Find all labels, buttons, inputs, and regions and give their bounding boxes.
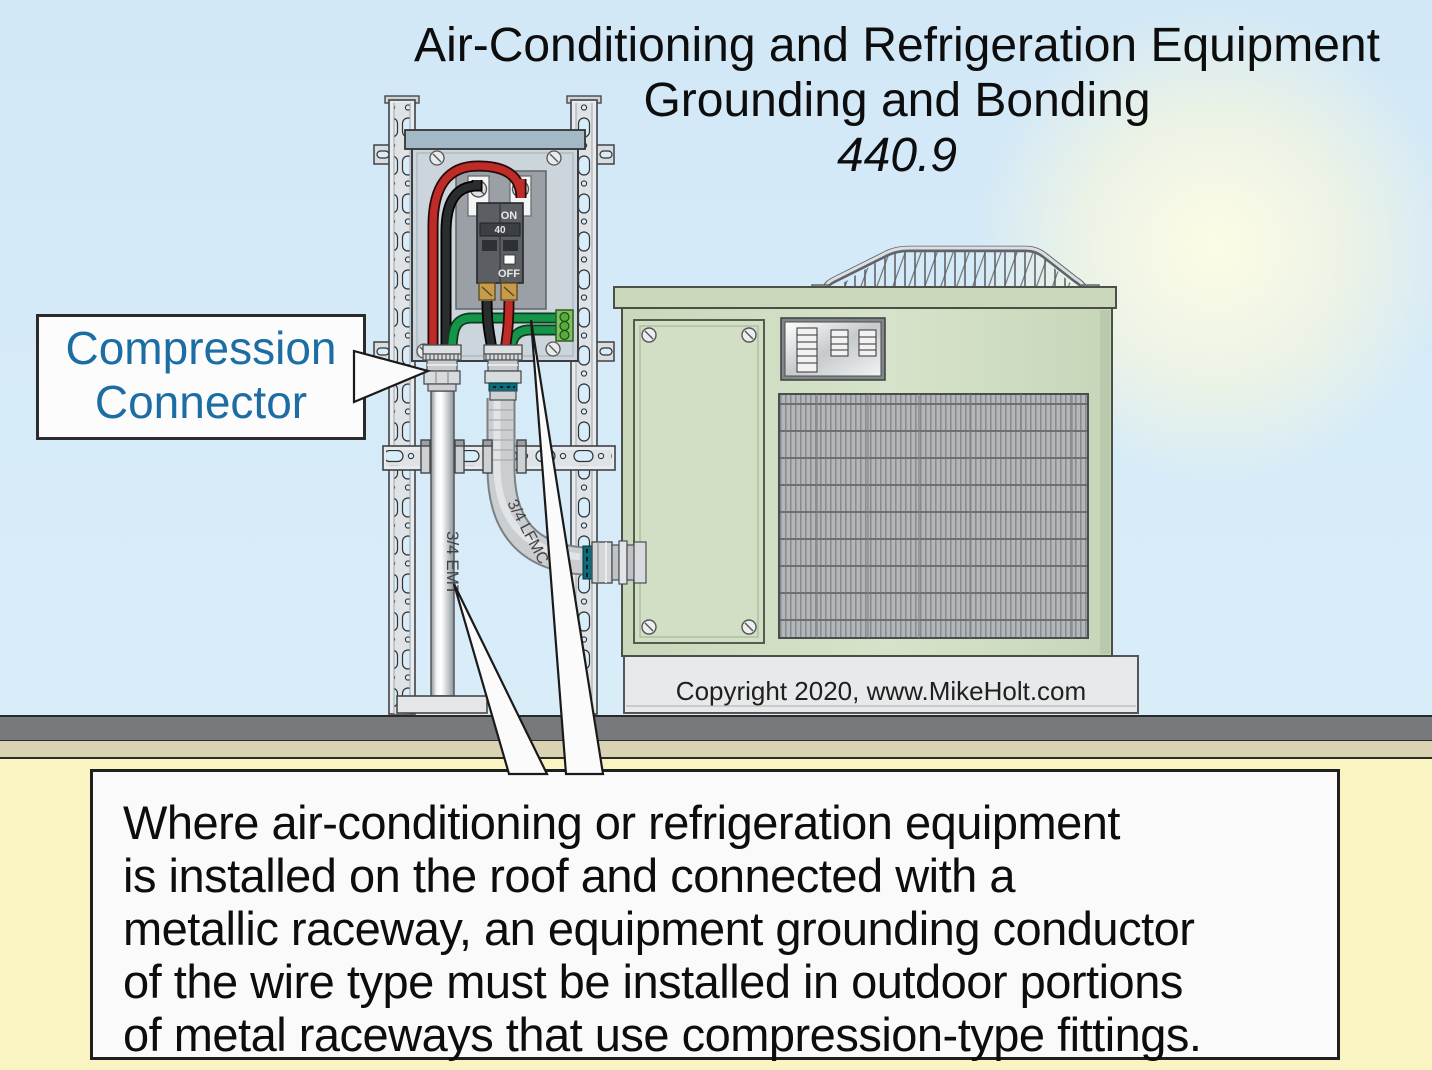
callout-line-2: Connector <box>94 376 308 428</box>
callout-line-1: Compression <box>65 322 337 374</box>
note-line: Where air-conditioning or refrigeration … <box>123 796 1120 849</box>
title-line-2: Grounding and Bonding <box>643 74 1151 127</box>
title-line-1: Air-Conditioning and Refrigeration Equip… <box>414 19 1380 72</box>
copyright-text: Copyright 2020, www.MikeHolt.com <box>675 676 1087 706</box>
note-line: is installed on the roof and connected w… <box>123 849 1015 902</box>
note-line: of the wire type must be installed in ou… <box>123 955 1183 1008</box>
note-line: metallic raceway, an equipment grounding… <box>123 902 1195 955</box>
roof-deck-strip <box>0 741 1432 759</box>
code-reference: 440.9 <box>836 129 958 182</box>
roof-edge-strip <box>0 715 1432 741</box>
note-line: of metal raceways that use compression-t… <box>123 1008 1202 1061</box>
code-note-box: Where air-conditioning or refrigeration … <box>90 769 1340 1061</box>
compression-connector-callout: Compression Connector <box>36 314 366 440</box>
page-title: Air-Conditioning and Refrigeration Equip… <box>362 18 1432 183</box>
